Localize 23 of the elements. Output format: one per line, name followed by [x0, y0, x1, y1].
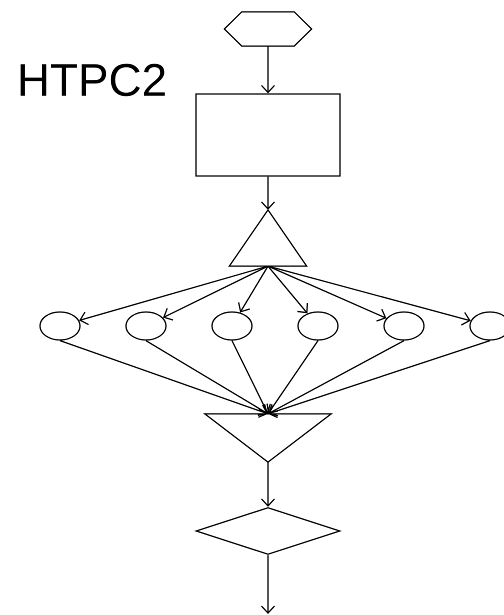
arrow — [231, 340, 271, 414]
arrow — [268, 340, 490, 418]
arrow — [261, 462, 275, 507]
ellipse-node — [39, 311, 81, 341]
arrow — [146, 340, 268, 416]
diagram-label: HTPC2 — [20, 64, 165, 96]
arrow — [238, 266, 269, 313]
arrow — [261, 46, 275, 94]
process-box — [195, 93, 341, 177]
arrow — [261, 176, 275, 210]
arrow — [268, 266, 386, 322]
arrow — [268, 266, 471, 326]
arrow — [79, 266, 268, 326]
arrow — [162, 266, 268, 321]
arrow — [268, 266, 308, 314]
ellipse-node — [211, 311, 253, 341]
ellipse-node — [125, 311, 167, 341]
ellipse-node — [297, 311, 339, 341]
arrow — [268, 340, 404, 416]
arrow — [261, 555, 275, 614]
arrow — [266, 340, 319, 414]
ellipse-node — [383, 311, 425, 341]
arrow — [60, 340, 268, 418]
